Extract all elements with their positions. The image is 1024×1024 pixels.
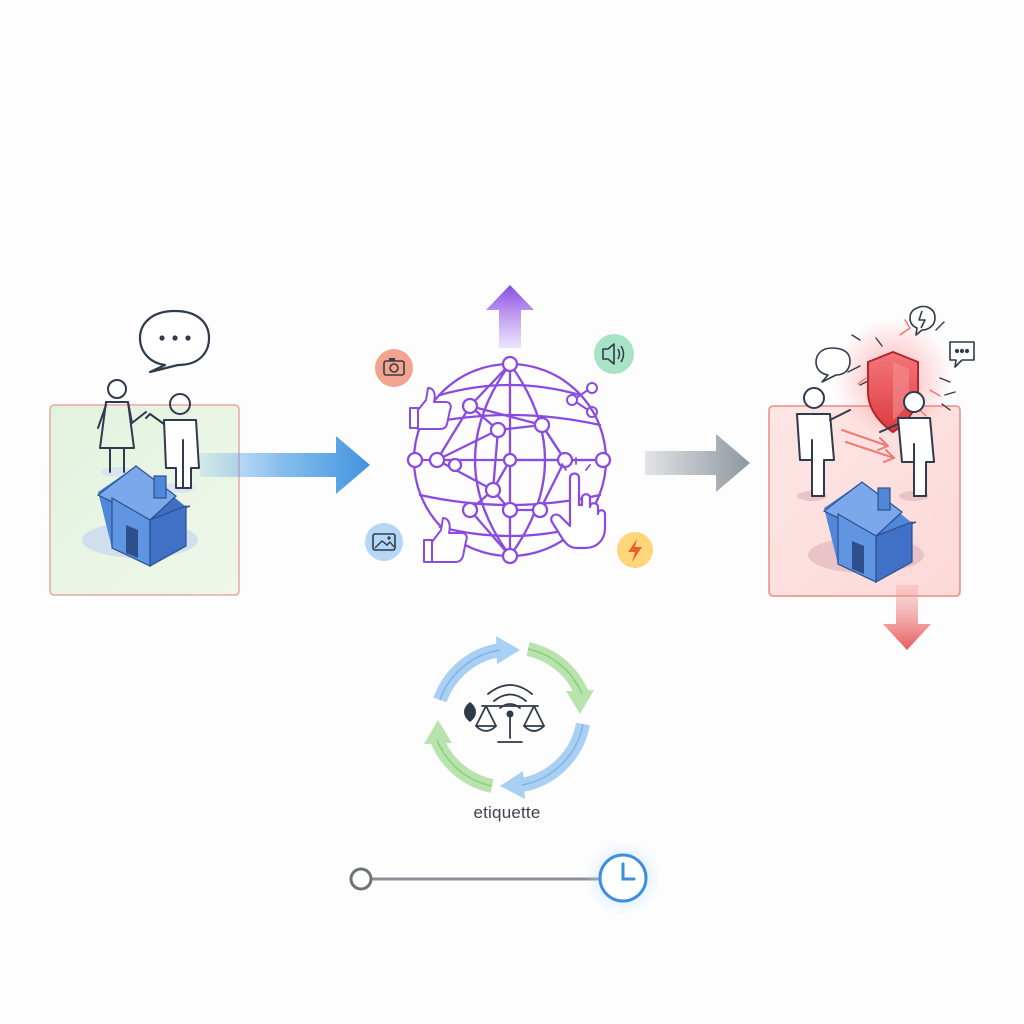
clock-icon — [585, 840, 661, 916]
house-icon — [808, 481, 924, 584]
house-icon — [82, 465, 198, 568]
share-icon — [566, 382, 598, 418]
person-man-icon — [145, 393, 200, 493]
person-right-icon — [879, 391, 935, 501]
pointer-hand-icon — [550, 457, 607, 550]
lightning-icon — [617, 532, 653, 568]
speaker-icon — [594, 334, 634, 374]
speech-bubble-icon — [138, 309, 211, 374]
etiquette-label: etiquette — [473, 803, 541, 822]
wifi-icon — [487, 684, 533, 718]
stress-marks-icon — [847, 321, 956, 411]
conflict-arrows — [841, 429, 895, 463]
leaf-icon — [464, 702, 476, 722]
thumbs-up-icon — [409, 387, 452, 430]
flow-arrow-blue — [200, 436, 370, 494]
speech-bubble-icon — [815, 347, 851, 383]
image-icon — [365, 523, 403, 561]
broken-bubble-icon — [909, 305, 936, 336]
balance-scale-icon — [475, 705, 545, 743]
camera-icon — [375, 349, 413, 387]
downward-arrow — [883, 585, 931, 650]
chat-dots-icon — [949, 341, 975, 368]
etiquette-cycle — [424, 636, 594, 799]
thumbs-up-icon — [423, 517, 468, 563]
timeline — [349, 867, 602, 891]
upward-arrow — [486, 285, 534, 348]
flow-arrow-gray — [645, 434, 750, 492]
red-tension-marks — [857, 319, 941, 417]
network-nodes — [406, 355, 612, 565]
person-left-icon — [796, 387, 851, 501]
